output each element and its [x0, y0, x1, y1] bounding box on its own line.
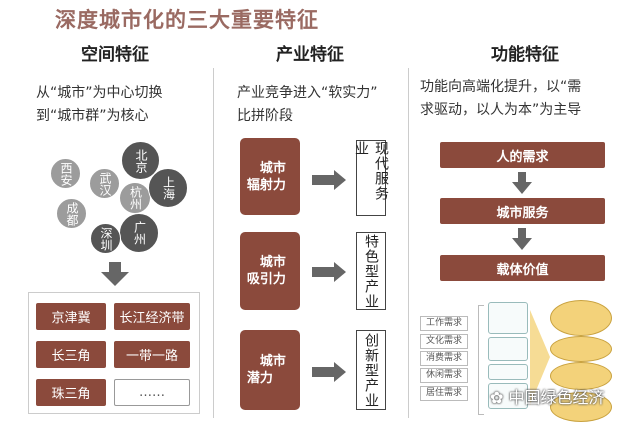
- region-box: 长三角: [36, 341, 106, 368]
- text-line: 到“城市群”为核心: [36, 108, 149, 124]
- city-circle: 广州: [119, 213, 159, 253]
- service-box: [488, 337, 528, 361]
- arrow-down-icon: [101, 262, 129, 286]
- text-line: 功能向高端化提升，以“需: [420, 79, 582, 95]
- service-box: [488, 383, 528, 409]
- service-box: [488, 302, 528, 334]
- city-circle: 杭州: [119, 182, 151, 214]
- need-label: 消费需求: [420, 351, 468, 366]
- text-line: 比拼阶段: [237, 108, 293, 124]
- text-line: 求驱动，以人为本”为主导: [420, 102, 582, 118]
- function-description: 功能向高端化提升，以“需 求驱动，以人为本”为主导: [420, 76, 581, 122]
- heading-spatial: 空间特征: [81, 45, 149, 65]
- service-box: [488, 364, 528, 380]
- region-box: 一带一路: [114, 341, 190, 368]
- divider: [408, 68, 409, 418]
- city-circle: 上海: [148, 168, 188, 208]
- space-oval: [550, 392, 612, 422]
- industry-box: 特色型产业: [356, 232, 386, 310]
- need-label: 居住需求: [420, 386, 468, 401]
- city-circle: 北京: [121, 141, 160, 180]
- flow-box: 载体价值: [440, 255, 605, 281]
- need-label: 工作需求: [420, 316, 468, 331]
- city-circle: 武汉: [89, 168, 120, 199]
- flow-box: 城市服务: [440, 198, 605, 224]
- industry-description: 产业竞争进入“软实力” 比拼阶段: [237, 82, 378, 128]
- page-title: 深度城市化的三大重要特征: [55, 8, 319, 32]
- arrow-right-icon: [312, 262, 346, 282]
- force-box: 城市潜力: [240, 330, 300, 410]
- heading-function: 功能特征: [491, 45, 559, 65]
- region-box: 珠三角: [36, 379, 106, 406]
- arrow-down-icon: [512, 228, 532, 250]
- arrow-right-icon: [312, 362, 346, 382]
- force-label: 城市辐射力: [246, 160, 286, 193]
- text-line: 从“城市”为中心切换: [36, 85, 163, 101]
- bracket: [478, 305, 484, 415]
- space-oval: [550, 336, 612, 362]
- region-box: ……: [114, 379, 190, 406]
- region-box: 长江经济带: [114, 303, 190, 330]
- flow-box: 人的需求: [440, 142, 605, 168]
- force-box: 城市吸引力: [240, 232, 300, 310]
- arrow-down-icon: [512, 172, 532, 194]
- force-label: 城市潜力: [246, 354, 286, 386]
- watermark: ✿ 中国绿色经济: [490, 384, 605, 408]
- heading-industry: 产业特征: [276, 45, 344, 65]
- arrow-right-icon: [312, 170, 346, 190]
- city-circle: 西安: [50, 158, 81, 189]
- need-label: 文化需求: [420, 334, 468, 349]
- divider: [213, 68, 214, 418]
- space-oval: [550, 362, 612, 390]
- region-box: 京津冀: [36, 303, 106, 330]
- industry-box: 创新型产业: [356, 330, 386, 410]
- city-circle: 成都: [56, 198, 87, 229]
- need-label: 休闲需求: [420, 368, 468, 383]
- force-box: 城市辐射力: [240, 138, 300, 215]
- text-line: 产业竞争进入“软实力”: [237, 85, 378, 101]
- watermark-text: 中国绿色经济: [508, 388, 605, 407]
- spatial-description: 从“城市”为中心切换 到“城市群”为核心: [36, 82, 163, 128]
- space-oval: [550, 300, 612, 336]
- city-circle: 深圳: [90, 223, 121, 254]
- force-label: 城市吸引力: [246, 255, 286, 287]
- industry-box: 现代服务业: [353, 140, 389, 216]
- regions-panel: [28, 292, 200, 414]
- wechat-icon: ✿: [490, 388, 509, 407]
- chevron-right-icon: [530, 310, 550, 405]
